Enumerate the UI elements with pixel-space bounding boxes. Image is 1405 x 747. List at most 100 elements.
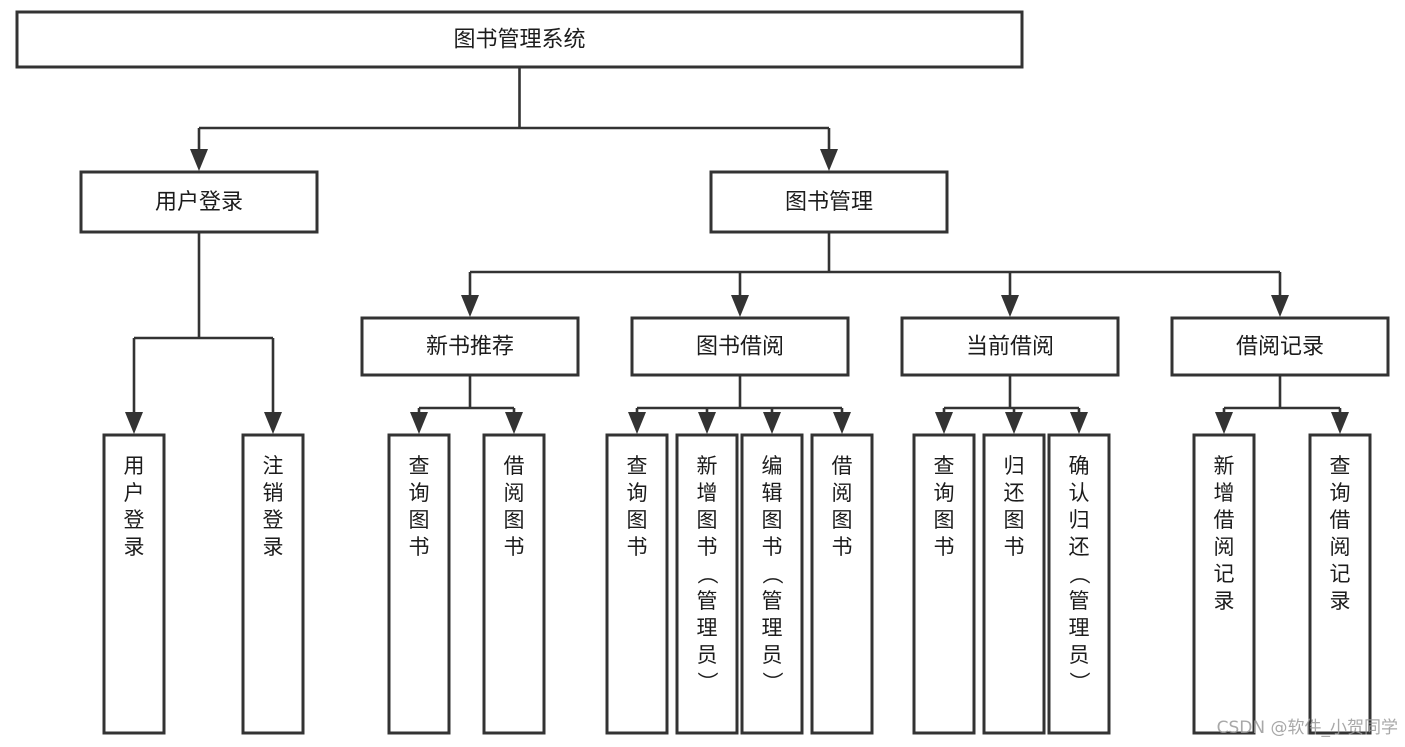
node-new-book-recommend[interactable]: 新书推荐	[360, 316, 580, 377]
node-label-leaf-add-book-char-7: 员	[697, 643, 718, 667]
node-user-login[interactable]: 用户登录	[79, 170, 319, 234]
node-label-leaf-borrow-book-2-char-0: 借	[832, 454, 853, 478]
node-label-leaf-add-book-char-8: ）	[695, 672, 719, 693]
node-label-leaf-borrow-book-1-char-1: 阅	[504, 481, 525, 505]
arrow-head-book-manage-3	[1271, 295, 1289, 317]
arrow-head-leaf-user-login-0	[125, 412, 143, 434]
nodes-layer: 图书管理系统用户登录图书管理新书推荐图书借阅当前借阅借阅记录用户登录注销登录查询…	[15, 10, 1390, 735]
arrow-head-leaf-new-book-recommend-0	[410, 412, 428, 434]
node-label-leaf-edit-book-char-7: 员	[762, 643, 783, 667]
node-label-leaf-confirm-return-char-2: 归	[1069, 508, 1090, 532]
arrow-head-leaf-book-borrow-1	[698, 412, 716, 434]
node-label-leaf-edit-book-char-4: （	[760, 564, 784, 585]
node-label-leaf-edit-book-char-5: 管	[762, 589, 783, 613]
node-label-leaf-borrow-book-2-char-2: 图	[832, 508, 853, 532]
node-label-leaf-user-login-char-2: 登	[124, 508, 145, 532]
node-label-leaf-return-book-char-3: 书	[1004, 535, 1025, 559]
node-box-leaf-query-book-3	[912, 433, 976, 735]
node-label-leaf-borrow-book-1-char-2: 图	[504, 508, 525, 532]
arrow-head-book-manage-1	[731, 295, 749, 317]
arrow-head-leaf-current-borrow-0	[935, 412, 953, 434]
node-label-new-book-recommend: 新书推荐	[426, 335, 514, 360]
node-label-leaf-query-book-2-char-2: 图	[627, 508, 648, 532]
node-current-borrow[interactable]: 当前借阅	[900, 316, 1120, 377]
arrow-head-leaf-borrow-record-0	[1215, 412, 1233, 434]
arrow-head-leaf-current-borrow-1	[1005, 412, 1023, 434]
node-label-leaf-query-book-3-char-3: 书	[934, 535, 955, 559]
node-label-leaf-edit-book-char-6: 理	[762, 616, 783, 640]
node-book-borrow[interactable]: 图书借阅	[630, 316, 850, 377]
node-label-current-borrow: 当前借阅	[966, 335, 1054, 360]
node-label-leaf-borrow-book-2-char-3: 书	[832, 535, 853, 559]
node-label-leaf-logout-char-3: 录	[263, 535, 284, 559]
node-label-leaf-borrow-book-1-char-3: 书	[504, 535, 525, 559]
node-label-leaf-confirm-return-char-3: 还	[1069, 535, 1090, 559]
node-label-leaf-edit-book-char-2: 图	[762, 508, 783, 532]
node-label-book-manage: 图书管理	[785, 190, 873, 215]
node-label-leaf-add-record-char-2: 借	[1214, 508, 1235, 532]
arrow-head-leaf-book-borrow-2	[763, 412, 781, 434]
node-root[interactable]: 图书管理系统	[15, 10, 1024, 69]
arrow-head-root-1	[820, 149, 838, 171]
edges-layer	[125, 67, 1349, 434]
node-label-leaf-logout-char-1: 销	[263, 481, 284, 505]
node-box-leaf-query-record	[1308, 433, 1372, 735]
arrow-head-leaf-new-book-recommend-1	[505, 412, 523, 434]
node-label-leaf-add-record-char-1: 增	[1214, 481, 1235, 505]
node-label-leaf-confirm-return-char-6: 理	[1069, 616, 1090, 640]
node-box-book-borrow	[630, 316, 850, 377]
node-label-leaf-add-book-char-3: 书	[697, 535, 718, 559]
arrow-head-book-manage-2	[1001, 295, 1019, 317]
node-box-borrow-record	[1170, 316, 1390, 377]
node-label-leaf-add-record-char-0: 新	[1214, 454, 1235, 478]
node-box-leaf-confirm-return	[1047, 433, 1111, 735]
node-box-new-book-recommend	[360, 316, 580, 377]
node-label-leaf-edit-book-char-0: 编	[762, 454, 783, 478]
node-label-leaf-query-book-3-char-1: 询	[934, 481, 955, 505]
node-label-leaf-return-book-char-0: 归	[1004, 454, 1025, 478]
node-label-leaf-add-book-char-5: 管	[697, 589, 718, 613]
node-box-leaf-borrow-book-2	[810, 433, 874, 735]
node-box-leaf-borrow-book-1	[482, 433, 546, 735]
node-label-leaf-query-book-3-char-2: 图	[934, 508, 955, 532]
node-box-leaf-query-book-1	[387, 433, 451, 735]
node-label-leaf-confirm-return-char-8: ）	[1067, 672, 1091, 693]
node-label-leaf-user-login-char-3: 录	[124, 535, 145, 559]
node-borrow-record[interactable]: 借阅记录	[1170, 316, 1390, 377]
node-label-leaf-query-record-char-2: 借	[1330, 508, 1351, 532]
node-label-book-borrow: 图书借阅	[696, 335, 784, 360]
node-box-leaf-add-record	[1192, 433, 1256, 735]
node-label-leaf-query-record-char-0: 查	[1330, 454, 1351, 478]
node-box-leaf-edit-book	[740, 433, 804, 735]
node-label-user-login: 用户登录	[155, 190, 243, 215]
node-book-manage[interactable]: 图书管理	[709, 170, 949, 234]
node-box-leaf-return-book	[982, 433, 1046, 735]
node-label-leaf-confirm-return-char-1: 认	[1069, 481, 1090, 505]
watermark: CSDN @软件_小贺同学	[1217, 718, 1398, 738]
node-label-leaf-user-login-char-1: 户	[124, 481, 145, 505]
node-label-leaf-query-record-char-1: 询	[1330, 481, 1351, 505]
node-label-leaf-user-login-char-0: 用	[124, 454, 145, 478]
node-label-leaf-add-book-char-6: 理	[697, 616, 718, 640]
node-label-leaf-edit-book-char-8: ）	[760, 672, 784, 693]
node-label-leaf-add-book-char-0: 新	[697, 454, 718, 478]
node-label-leaf-confirm-return-char-4: （	[1067, 564, 1091, 585]
node-leaf-user-login[interactable]: 用户登录	[102, 433, 166, 735]
arrow-head-book-manage-0	[461, 295, 479, 317]
node-label-leaf-edit-book-char-1: 辑	[762, 481, 783, 505]
arrow-head-leaf-book-borrow-3	[833, 412, 851, 434]
